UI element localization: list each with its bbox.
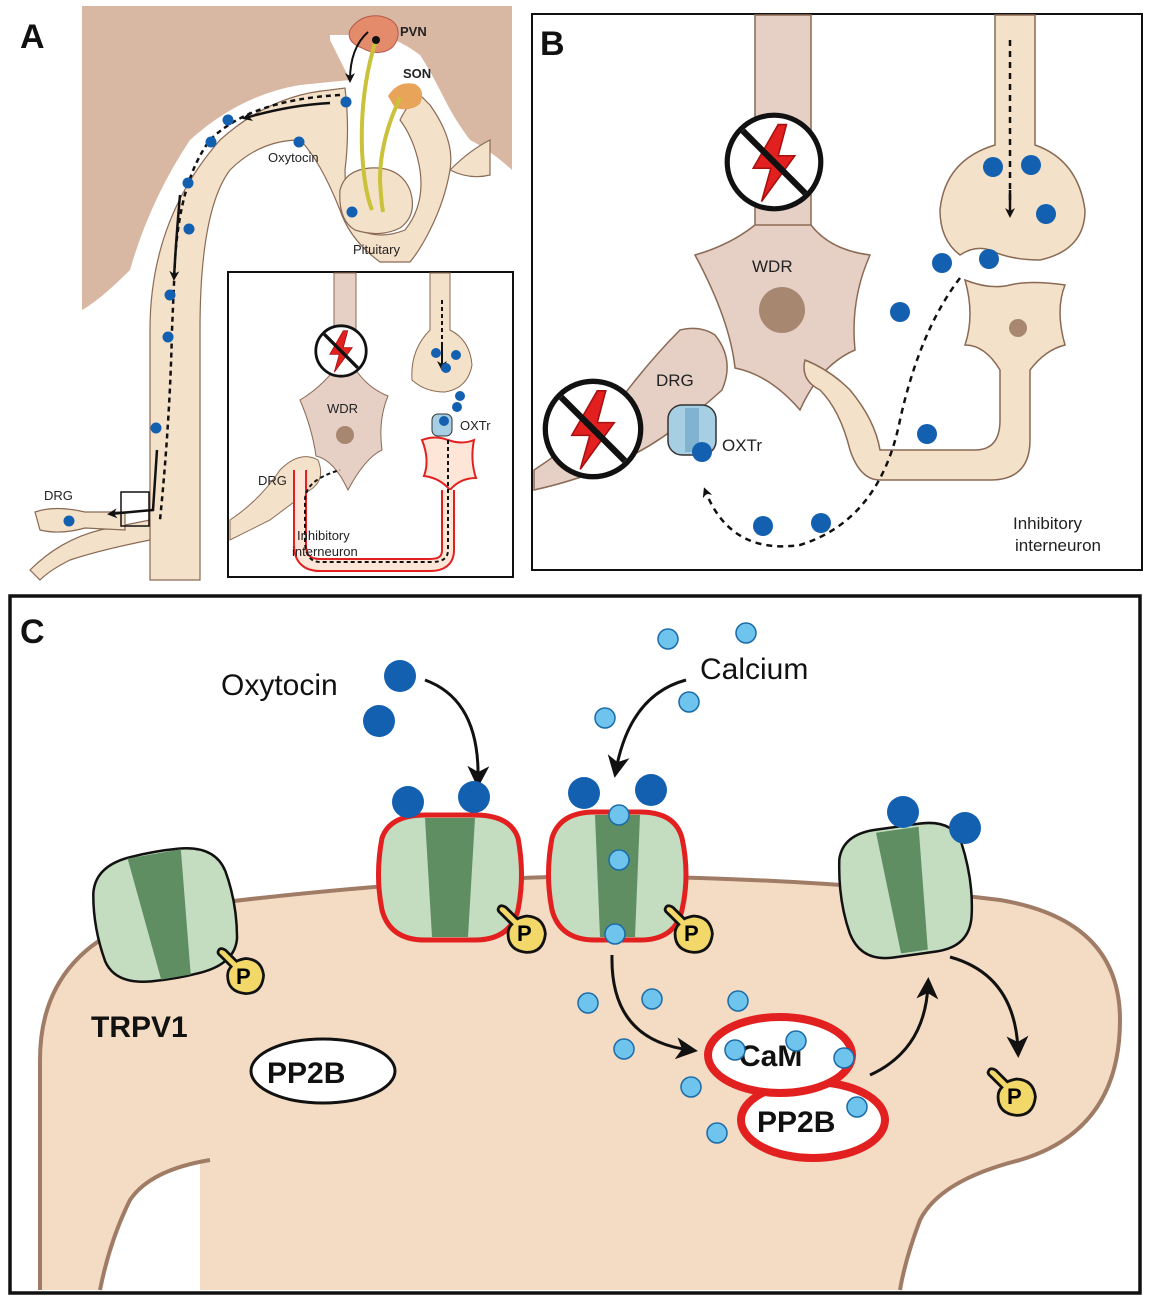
zoom-box [120,491,150,527]
inhibitory-label-b-1: Inhibitory [1013,514,1082,533]
cytoplasm [40,876,1120,1290]
oxtr-label-b: OXTr [722,436,762,455]
wdr-label: WDR [752,257,793,276]
pvn-axon [359,39,378,211]
pituitary [339,167,413,235]
oxytocin-dots-b [692,155,1056,536]
no-pain-icon [314,324,368,378]
inset-interneuron-process-fill [295,470,453,570]
drg-label-a: DRG [44,488,73,503]
drg-nerve [29,519,151,581]
oxytocin-arrow-c [424,678,490,788]
son-nucleus [388,83,423,110]
cam-to-channel-arrow [869,977,939,1077]
panel-letter-a: A [20,18,45,56]
interneuron-cell [803,278,1067,481]
drg-label-b: DRG [656,371,694,390]
inset-oxtr-label: OXTr [460,418,491,433]
descending-arrow-2 [169,194,182,281]
inset-inhibitory-label-1: Inhibitory [297,528,350,543]
oxytocin-label-a: Oxytocin [268,150,319,165]
calcium-arrow-c [607,678,687,778]
pp2b-free-label: PP2B [267,1057,345,1090]
cytoplasm-left [100,1160,200,1290]
pvn-arrow [345,31,369,83]
panel-letter-b: B [540,25,565,63]
descending-arrow-1 [242,101,331,121]
phosphate-label-trpv1: P [236,964,251,989]
dephosphorylated-channel [837,821,974,960]
calcium-channel-red [546,809,689,943]
pvn-nucleus [348,15,399,53]
panel-b: B WDR DRG OXTr Inhibitory interneuron [531,13,1143,571]
pvn-neuron-body [372,36,380,44]
inset-wdr-nucleus [336,426,354,444]
dephosphorylation-arrow [949,955,1029,1058]
pvn-label: PVN [400,24,427,39]
phosphate-label-ch3: P [684,921,699,946]
inhibitory-label-b-2: interneuron [1015,536,1101,555]
membrane-left [98,1158,211,1291]
panel-a-inset: WDR DRG OXTr Inhibitory interneuron [227,271,514,578]
oxytocin-pathway-b-return [702,277,961,548]
phosphate-label-ch2: P [517,921,532,946]
interneuron-nucleus [1009,319,1027,337]
no-pain-icon-drg [545,381,640,476]
panel-letter-c: C [20,613,45,651]
pp2b-free [249,1037,397,1105]
inset-inhibitory-label-2: interneuron [292,544,358,559]
panel-a: A PVN SON Oxytocin Pituitary DRG [20,6,514,581]
oxytocin-dots-a [63,96,358,527]
brain-tissue-left [82,6,350,310]
inset-terminal [411,272,473,393]
trpv1-channel [92,846,239,984]
inset-drg-label: DRG [258,473,287,488]
pituitary-label: Pituitary [353,242,400,257]
wdr-nucleus [759,287,805,333]
no-pain-icon-wdr [727,115,821,209]
oxytocin-label-c: Oxytocin [221,669,338,702]
son-axon [377,97,402,213]
oxtr-channel-red [376,812,524,943]
inset-oxytocin-dots [431,348,465,426]
calcium-to-cam-arrow [610,954,698,1060]
panel-c: P P P P CaM PP2B PP2B [8,594,1142,1295]
spinal-cord [149,87,491,581]
inset-wdr-label: WDR [327,401,358,416]
son-label: SON [403,66,431,81]
descending-pathway [158,93,341,521]
drg-ganglion [34,507,126,533]
oxytocin-dots-c [363,660,981,844]
calcium-label-c: Calcium [700,653,808,686]
oxtr-receptor-core [685,408,699,452]
pp2b-bound-label: PP2B [757,1106,835,1139]
calcium-dots-c [577,622,868,1144]
trpv1-label: TRPV1 [91,1011,188,1044]
phosphate-label-free: P [1007,1084,1022,1109]
descending-arrow-3 [107,449,159,519]
